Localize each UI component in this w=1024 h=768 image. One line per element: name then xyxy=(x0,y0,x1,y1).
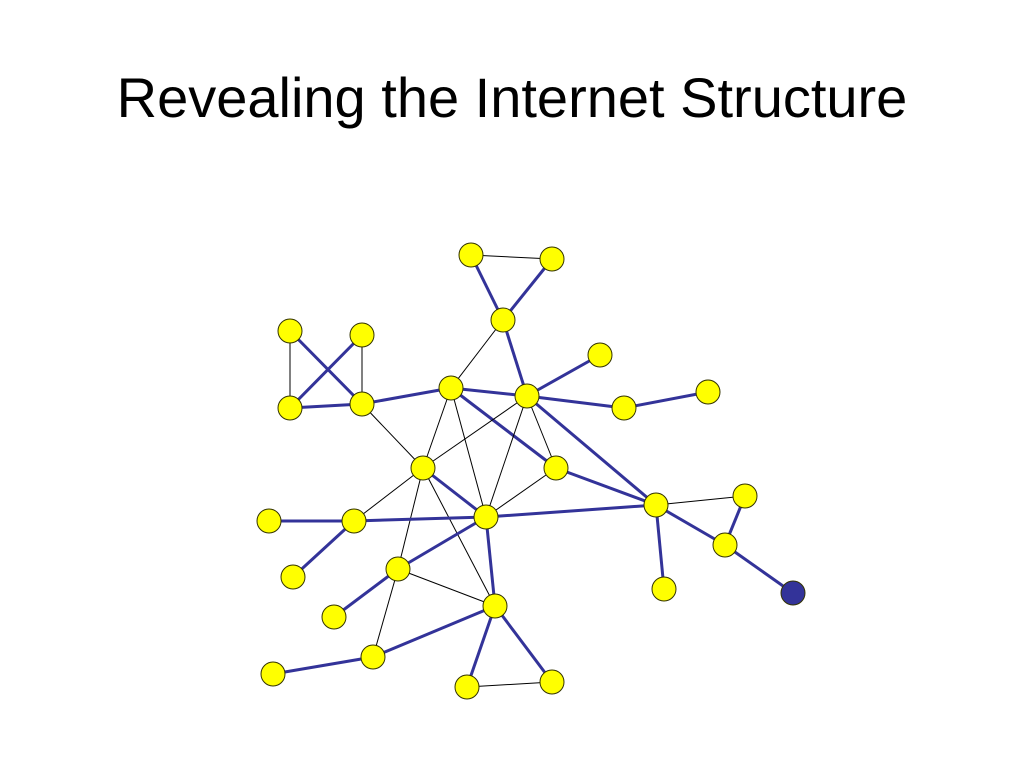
network-node xyxy=(277,318,303,344)
edge-n18-n16 xyxy=(485,503,657,519)
edge-n8-n16 xyxy=(526,394,657,507)
network-node xyxy=(587,342,613,368)
edge-n9-n8 xyxy=(450,386,528,398)
network-node xyxy=(543,455,569,481)
edge-n16-n22 xyxy=(655,503,726,547)
edge-n23-n27 xyxy=(493,605,554,683)
network-node xyxy=(695,379,721,405)
network-node xyxy=(611,395,637,421)
network-node xyxy=(280,564,306,590)
network-node xyxy=(539,246,565,272)
edge-n20-n25 xyxy=(333,567,399,619)
network-node xyxy=(385,556,411,582)
edges-layer xyxy=(269,254,794,688)
edge-n17-n18 xyxy=(353,515,487,523)
network-node xyxy=(438,375,464,401)
network-node xyxy=(539,669,565,695)
edge-n7-n9 xyxy=(361,386,452,406)
edge-n1-n2 xyxy=(470,254,553,260)
edge-n13-n23 xyxy=(422,467,496,607)
network-node xyxy=(473,504,499,530)
edge-n23-n29 xyxy=(372,604,496,659)
edge-n13-n18 xyxy=(422,466,487,519)
edge-n4-n7 xyxy=(288,329,364,406)
edge-n18-n20 xyxy=(397,515,487,571)
nodes-layer xyxy=(256,242,806,700)
network-node xyxy=(454,674,480,700)
edge-n7-n13 xyxy=(361,403,424,469)
network-node xyxy=(643,492,669,518)
edge-n8-n11 xyxy=(526,394,625,410)
network-node xyxy=(277,395,303,421)
edge-n9-n18 xyxy=(450,387,487,518)
edge-n8-n18 xyxy=(485,395,528,518)
edge-n14-n18 xyxy=(485,467,557,518)
network-node xyxy=(341,508,367,534)
edge-n2-n3 xyxy=(501,258,554,321)
edge-n9-n13 xyxy=(422,387,452,469)
network-node xyxy=(482,593,508,619)
edge-n18-n23 xyxy=(484,516,497,607)
network-node xyxy=(349,391,375,417)
network-node xyxy=(349,322,375,348)
edge-n5-n6 xyxy=(288,333,364,410)
network-node xyxy=(732,483,758,509)
edge-n29-n20 xyxy=(372,568,399,658)
network-node xyxy=(410,455,436,481)
edge-n20-n23 xyxy=(397,568,496,607)
edge-n3-n8 xyxy=(501,319,529,397)
network-node xyxy=(651,576,677,602)
edge-n11-n12 xyxy=(623,390,709,410)
network-node xyxy=(260,661,286,687)
edge-n14-n16 xyxy=(555,466,657,507)
network-node xyxy=(458,242,484,268)
edge-n16-n21 xyxy=(655,495,746,506)
network-node xyxy=(514,383,540,409)
edge-n8-n14 xyxy=(526,395,557,469)
edge-n13-n17 xyxy=(353,467,424,522)
edge-n8-n13 xyxy=(422,395,528,469)
edge-n26-n27 xyxy=(466,681,553,688)
edge-n8-n10 xyxy=(526,353,601,398)
edge-n22-n28 xyxy=(724,543,794,595)
network-node xyxy=(490,307,516,333)
edge-n17-n19 xyxy=(291,519,356,579)
edge-n29-n30 xyxy=(272,655,374,676)
edge-n9-n14 xyxy=(450,386,557,470)
network-node xyxy=(712,532,738,558)
network-node xyxy=(256,508,282,534)
network-node xyxy=(360,644,386,670)
slide-title: Revealing the Internet Structure xyxy=(116,66,908,129)
edge-n3-n9 xyxy=(450,319,504,389)
edge-n16-n24 xyxy=(654,504,666,590)
network-node xyxy=(321,604,347,630)
highlighted-node xyxy=(780,580,806,606)
edge-n23-n26 xyxy=(465,605,497,688)
